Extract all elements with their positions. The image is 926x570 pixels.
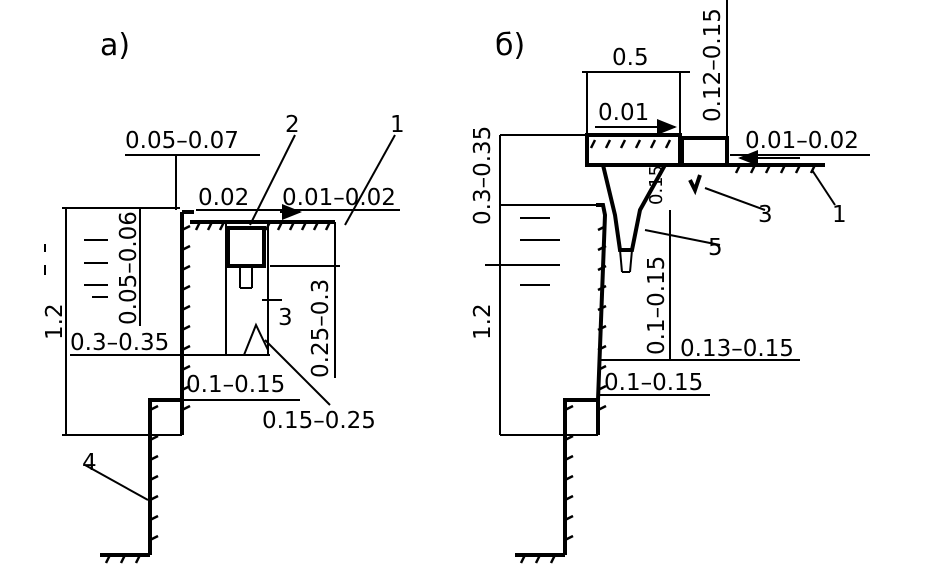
panel-b-water-marks [485,217,560,286]
panel-b-label: б) [495,28,525,63]
panel-a-dimension-lines [62,134,400,436]
panel-a: а) [42,28,405,564]
panel-a-callout-4: 4 [82,450,97,476]
panel-a-callout-2: 2 [285,112,300,138]
panel-b-dim-base: 0.1–0.15 [604,370,703,396]
panel-b-dim-height: 1.2 [470,303,496,340]
panel-a-label: а) [100,28,130,63]
panel-a-dim-height: 1.2 [42,303,68,340]
panel-b-funnel [600,163,702,273]
panel-a-callout-3: 3 [278,305,293,331]
panel-a-dim-gap: 0.02 [198,185,249,211]
panel-b-wall [515,203,608,564]
panel-a-dim-offset: 0.15–0.25 [262,408,376,434]
panel-b: б) [470,0,870,564]
panel-a-dim-box-depth: 0.25–0.3 [308,279,334,378]
panel-b-dim-inner-depth: 0.1–0.15 [644,256,670,355]
panel-a-pool-wall [180,210,194,435]
panel-b-dim-top-slope: 0.01 [598,100,649,126]
panel-b-dim-right-height: 0.12–0.15 [700,8,726,122]
panel-b-callout-5: 5 [708,235,723,261]
panel-b-dim-throat: 0.15 [646,165,667,205]
panel-a-water-marks [44,239,108,298]
panel-b-dim-left-top: 0.3–0.35 [470,126,496,225]
panel-a-dim-slope: 0.01–0.02 [282,185,396,211]
panel-b-dim-inner-width: 0.13–0.15 [680,336,794,362]
panel-b-callout-3: 3 [758,202,773,228]
panel-b-dimension-lines [499,0,870,436]
panel-b-dim-slope: 0.01–0.02 [745,128,859,154]
panel-b-dim-top-width: 0.5 [612,45,649,71]
panel-b-callout-1: 1 [832,202,847,228]
panel-a-dim-lip: 0.05–0.06 [116,211,142,325]
panel-a-callout-1: 1 [390,112,405,138]
panel-a-dim-base: 0.1–0.15 [186,372,285,398]
panel-a-foundation [84,398,182,564]
panel-a-dim-top-wall: 0.05–0.07 [125,128,239,154]
panel-a-gutter-box [225,222,269,356]
panel-a-dim-width: 0.3–0.35 [70,330,169,356]
